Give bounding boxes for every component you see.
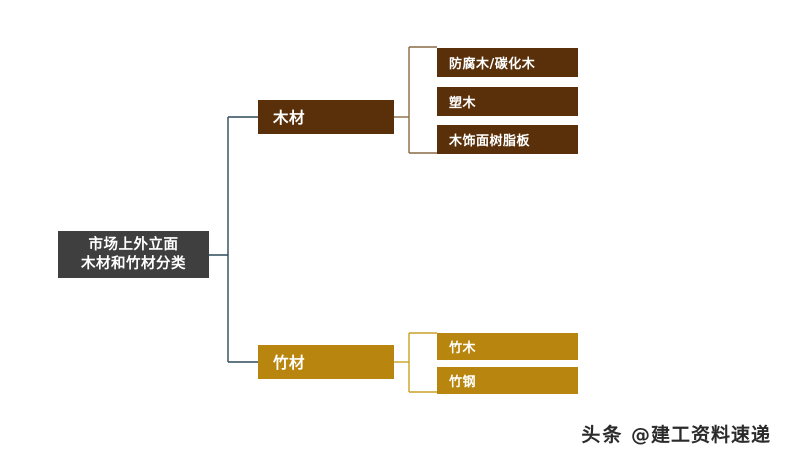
leaf-node-bamboo-0: 竹木 [437, 333, 578, 360]
branch-node-bamboo-label: 竹材 [273, 354, 306, 372]
leaf-node-bamboo-1-label: 竹钢 [449, 375, 477, 390]
root-node-label-line2: 木材和竹材分类 [81, 255, 186, 272]
leaf-node-wood-1: 塑木 [437, 87, 578, 116]
root-node-label-line1: 市场上外立面 [88, 236, 179, 253]
watermark-handle: @建工资料速递 [630, 424, 771, 446]
leaf-node-wood-0: 防腐木/碳化木 [437, 48, 578, 77]
leaf-node-wood-2-label: 木饰面树脂板 [449, 134, 531, 149]
root-node: 市场上外立面 木材和竹材分类 [58, 231, 209, 278]
branch-node-wood: 木材 [258, 100, 394, 134]
leaf-node-wood-0-label: 防腐木/碳化木 [449, 57, 536, 72]
branch-node-bamboo: 竹材 [258, 345, 394, 379]
leaf-node-bamboo-1: 竹钢 [437, 367, 578, 394]
watermark-source: 头条 [581, 424, 624, 446]
watermark: 头条 @建工资料速递 [581, 420, 771, 447]
branch-node-wood-label: 木材 [273, 109, 306, 127]
leaf-node-bamboo-0-label: 竹木 [449, 341, 477, 356]
leaf-node-wood-2: 木饰面树脂板 [437, 125, 578, 154]
leaf-node-wood-1-label: 塑木 [449, 96, 477, 111]
